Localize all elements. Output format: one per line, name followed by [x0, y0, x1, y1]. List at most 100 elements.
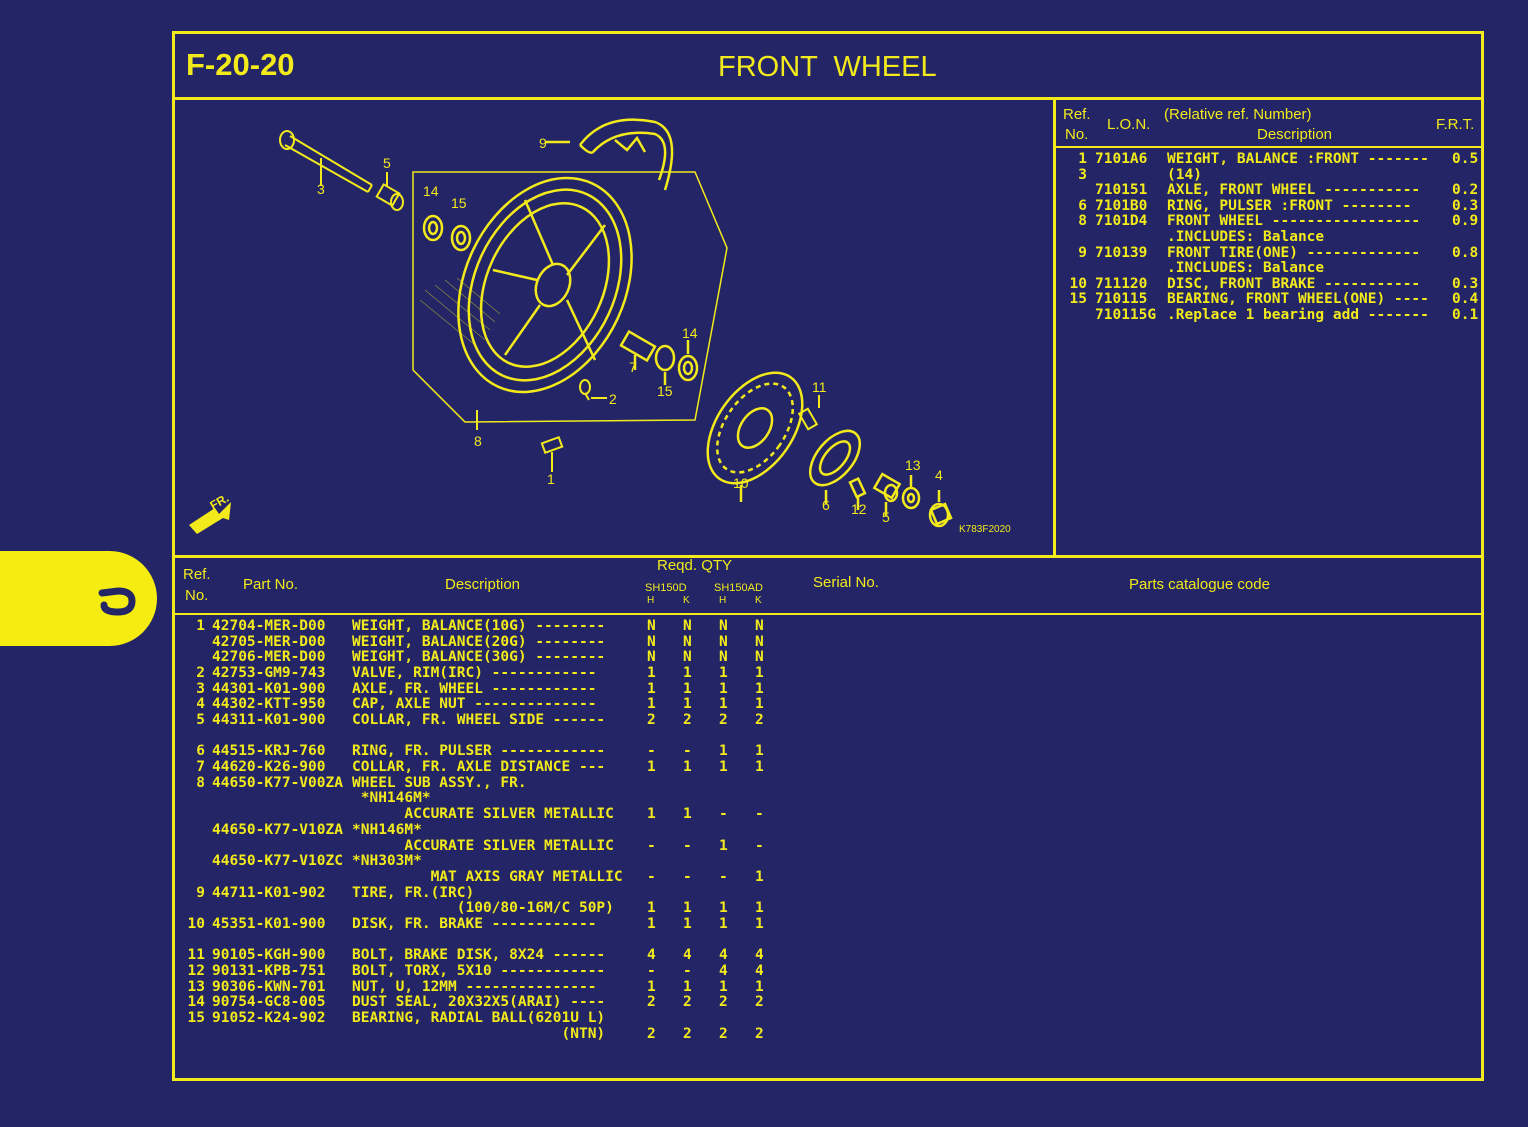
part-qty: - — [755, 837, 764, 854]
image-code: K783F2020 — [959, 524, 1011, 535]
part-qty: 1 — [719, 900, 728, 917]
part-description: WEIGHT, BALANCE(20G) -------- — [352, 633, 606, 650]
part-ref: 4 — [196, 696, 205, 713]
frt-desc: WEIGHT, BALANCE :FRONT ------- — [1167, 151, 1429, 167]
part-qty: 1 — [719, 978, 728, 995]
exploded-view: 3 5 14 15 9 7 15 14 2 8 1 10 11 6 12 5 1… — [175, 100, 1053, 555]
valve-drawing — [579, 379, 607, 401]
parts-header-desc: Description — [445, 576, 521, 593]
frt-row: 710115G.Replace 1 bearing add -------0.1 — [1056, 307, 1482, 324]
part-description: *NH146M* — [352, 790, 431, 807]
part-qty: 1 — [755, 665, 764, 682]
table-row: MAT AXIS GRAY METALLIC---1 — [175, 869, 1487, 886]
callout-15: 15 — [451, 195, 467, 211]
part-qty: N — [647, 633, 656, 650]
part-number: 44650-K77-V00ZA — [212, 774, 343, 791]
part-description: CAP, AXLE NUT -------------- — [352, 696, 597, 713]
part-ref: 2 — [196, 665, 205, 682]
callout-7: 7 — [629, 359, 637, 375]
title-divider — [175, 97, 1481, 100]
frt-desc: AXLE, FRONT WHEEL ----------- — [1167, 182, 1421, 199]
parts-header-h2: H — [719, 595, 727, 606]
table-row: *NH146M* — [175, 791, 1487, 807]
callout-14b: 14 — [682, 325, 698, 341]
frt-row: .INCLUDES: Balance — [1056, 260, 1482, 277]
part-qty: N — [719, 649, 728, 666]
section-tab[interactable] — [0, 551, 157, 646]
frt-value: 0.5 — [1452, 151, 1479, 167]
callout-9: 9 — [539, 135, 547, 151]
part-qty: 2 — [755, 994, 764, 1011]
part-qty: 2 — [755, 1025, 764, 1042]
frt-desc: FRONT TIRE(ONE) ------------- — [1167, 244, 1421, 261]
frt-desc: DISC, FRONT BRAKE ----------- — [1167, 275, 1421, 292]
part-qty: 2 — [719, 1025, 728, 1042]
part-qty: 1 — [755, 680, 764, 697]
frt-desc: .INCLUDES: Balance — [1167, 229, 1325, 245]
part-ref: 3 — [196, 680, 205, 697]
part-description: BEARING, RADIAL BALL(6201U L) — [352, 1010, 606, 1026]
frt-value: 0.9 — [1452, 213, 1479, 230]
part-qty: 1 — [755, 978, 764, 995]
part-qty: 1 — [755, 743, 764, 760]
callout-12: 12 — [851, 501, 867, 517]
part-description: (100/80-16M/C 50P) — [352, 900, 614, 917]
frt-ref: 1 — [1078, 151, 1087, 167]
callout-3: 3 — [317, 181, 325, 197]
frt-lon: 710115 — [1095, 291, 1148, 308]
parts-header-model1: SH150D — [645, 582, 687, 594]
frt-row: 3(14) — [1056, 167, 1482, 184]
part-qty: 1 — [683, 915, 692, 932]
part-qty: 2 — [719, 994, 728, 1011]
part-description: AXLE, FR. WHEEL ------------ — [352, 680, 597, 697]
parts-header-model2: SH150AD — [714, 582, 763, 594]
part-qty: 1 — [755, 900, 764, 917]
part-ref: 13 — [187, 978, 205, 995]
callout-1: 1 — [547, 471, 555, 487]
page-title: FRONT WHEEL — [718, 51, 937, 83]
frt-header-ref: Ref. — [1063, 106, 1091, 123]
part-qty: 1 — [719, 665, 728, 682]
callout-5: 5 — [383, 155, 391, 171]
part-description: BOLT, TORX, 5X10 ------------ — [352, 962, 606, 979]
table-row: 44650-K77-V10ZA*NH146M* — [175, 822, 1487, 839]
part-description: COLLAR, FR. WHEEL SIDE ------ — [352, 712, 606, 729]
part-qty: 2 — [683, 994, 692, 1011]
part-description: RING, FR. PULSER ------------ — [352, 743, 606, 760]
part-qty: N — [719, 633, 728, 650]
part-description: ACCURATE SILVER METALLIC — [352, 837, 614, 854]
part-qty: 1 — [647, 978, 656, 995]
part-description: NUT, U, 12MM --------------- — [352, 978, 597, 995]
part-description: ACCURATE SILVER METALLIC — [352, 806, 614, 823]
frt-table: Ref. No. L.O.N. (Relative ref. Number) D… — [1056, 100, 1485, 555]
part-ref: 9 — [196, 884, 205, 901]
part-number: 90306-KWN-701 — [212, 978, 326, 995]
part-description: TIRE, FR.(IRC) — [352, 884, 475, 901]
frt-header-divider — [1056, 146, 1482, 148]
part-qty: 4 — [755, 947, 764, 964]
part-number: 90105-KGH-900 — [212, 947, 326, 964]
part-description: DISK, FR. BRAKE ------------ — [352, 915, 597, 932]
frt-ref: 8 — [1078, 213, 1087, 230]
distance-collar-drawing — [619, 329, 699, 385]
parts-header-serial: Serial No. — [813, 574, 879, 591]
parts-header-part: Part No. — [243, 576, 299, 593]
frt-header-rel: (Relative ref. Number) — [1164, 106, 1312, 123]
part-qty: 2 — [683, 1025, 692, 1042]
part-qty: N — [755, 633, 764, 650]
part-qty: 2 — [683, 712, 692, 729]
table-row — [175, 933, 1487, 949]
tire-drawing — [545, 118, 674, 191]
part-ref: 5 — [196, 712, 205, 729]
frt-ref: 9 — [1078, 244, 1087, 261]
